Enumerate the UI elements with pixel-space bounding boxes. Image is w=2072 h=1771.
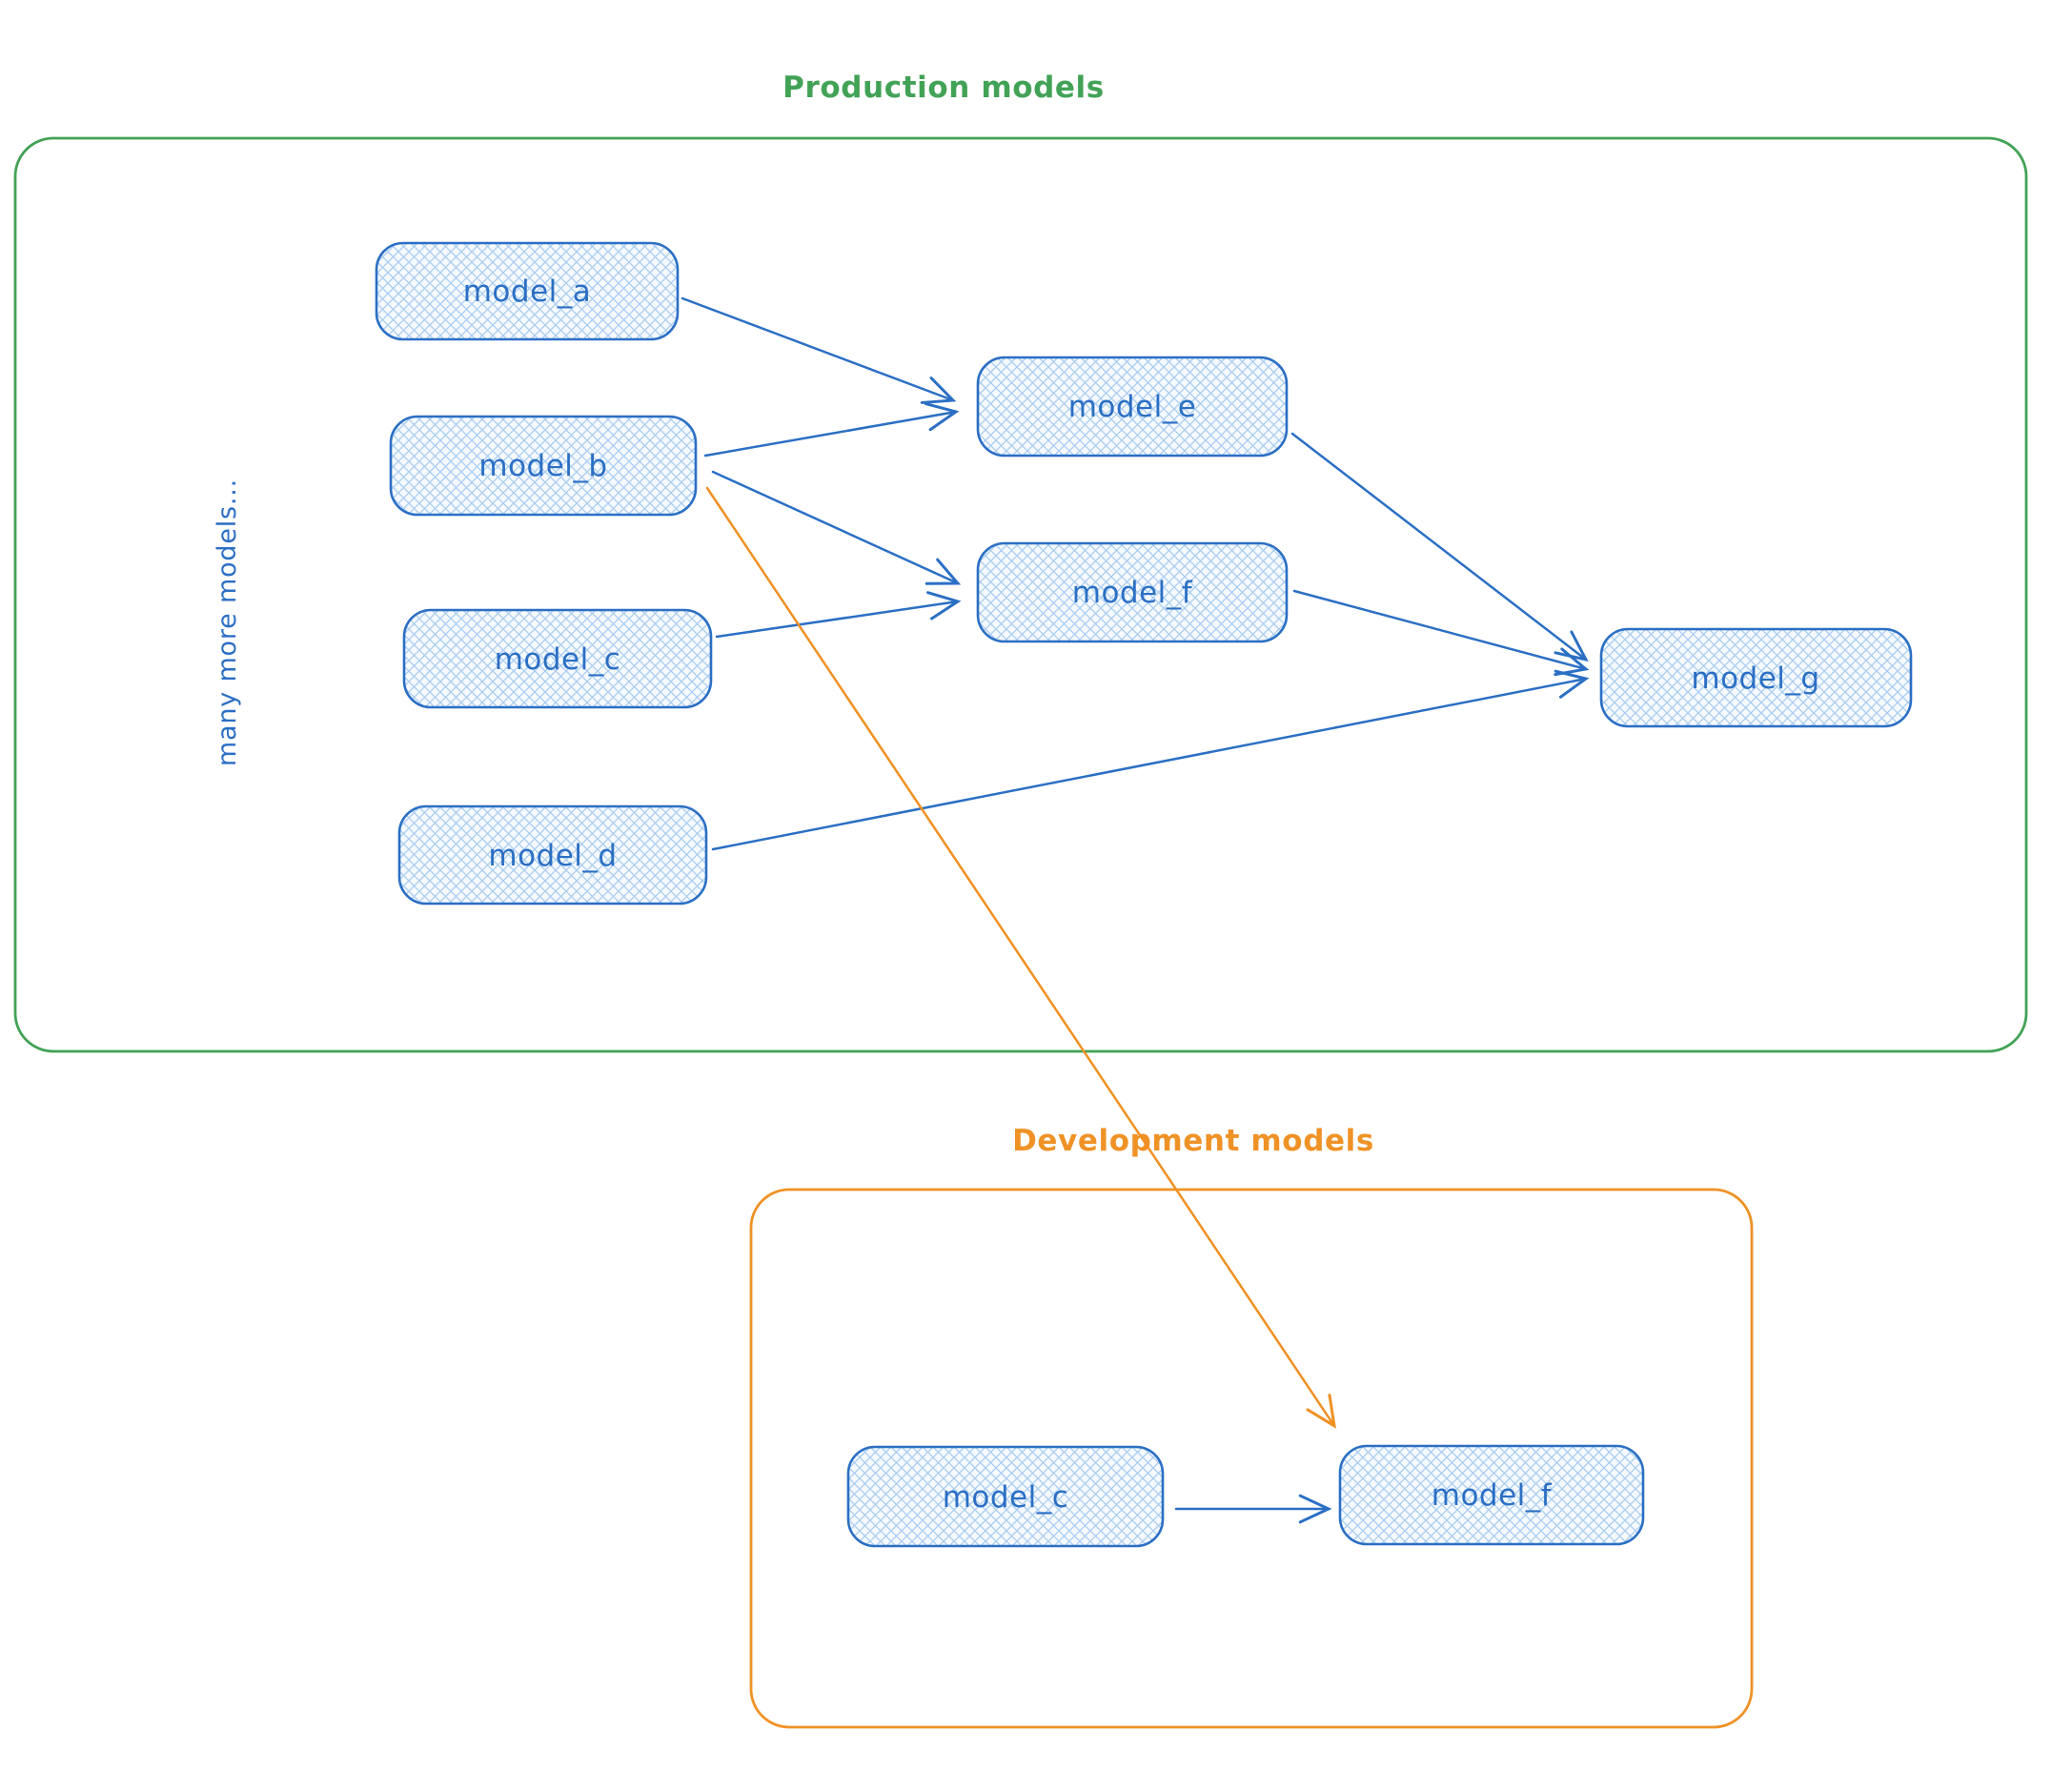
node-model_a-label: model_a xyxy=(463,275,592,309)
node-model_c-label: model_c xyxy=(495,642,621,677)
node-dev-model_f-box xyxy=(1338,1444,1645,1546)
many-more-models-label: many more models... xyxy=(213,478,242,766)
edges xyxy=(681,296,1590,1524)
development-title: Development models xyxy=(1012,1124,1374,1158)
edge-model_a-to-model_e xyxy=(681,296,957,404)
node-model_f-box xyxy=(976,541,1289,643)
node-model_b-label: model_b xyxy=(478,449,607,483)
edge-model_e-to-model_g xyxy=(1290,432,1589,662)
node-model_a-box xyxy=(375,241,680,341)
node-model_g: model_g xyxy=(1599,627,1913,728)
node-model_f-label: model_f xyxy=(1072,576,1193,610)
node-dev-model_c-box xyxy=(846,1445,1165,1548)
production-title: Production models xyxy=(782,71,1105,105)
node-dev-model_c-label: model_c xyxy=(943,1480,1069,1515)
node-model_d: model_d xyxy=(397,804,708,906)
node-model_c-box xyxy=(402,608,713,709)
edge-model_f-to-model_g xyxy=(1292,589,1590,677)
node-model_e-box xyxy=(976,356,1289,458)
edge-model_b-to-model_e xyxy=(703,402,960,458)
edge-model_b-to-dev-model_f xyxy=(705,486,1336,1429)
node-model_b-box xyxy=(389,415,698,517)
node-dev-model_f-label: model_f xyxy=(1432,1478,1553,1513)
node-model_e-label: model_e xyxy=(1068,390,1197,424)
node-dev-model_f: model_f xyxy=(1338,1444,1645,1546)
edge-model_d-to-model_g xyxy=(711,669,1590,851)
node-model_b: model_b xyxy=(389,415,698,517)
edge-model_b-to-model_f xyxy=(711,470,962,585)
node-model_c: model_c xyxy=(402,608,713,709)
edge-model_c-to-model_f xyxy=(715,591,962,639)
node-model_d-box xyxy=(397,804,708,906)
node-model_d-label: model_d xyxy=(488,839,617,873)
node-dev-model_c: model_c xyxy=(846,1445,1165,1548)
node-model_e: model_e xyxy=(976,356,1289,458)
development-container xyxy=(749,1188,1754,1729)
production-container xyxy=(13,136,2028,1053)
node-model_a: model_a xyxy=(375,241,680,341)
node-model_g-label: model_g xyxy=(1691,662,1819,696)
node-model_g-box xyxy=(1599,627,1913,728)
node-model_f: model_f xyxy=(976,541,1289,643)
